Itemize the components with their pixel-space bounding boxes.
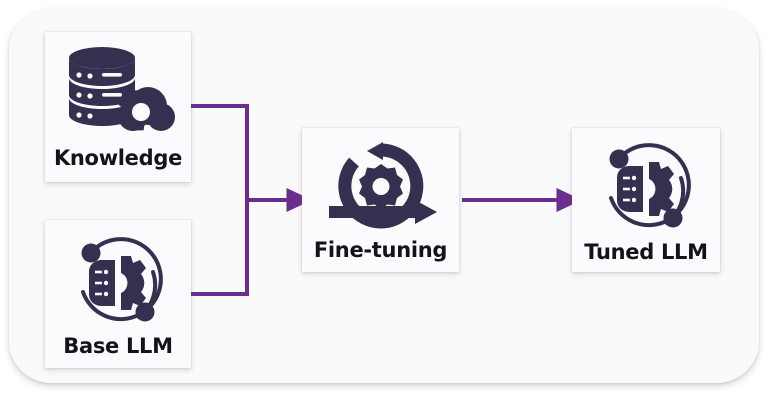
database-gear-icon — [60, 44, 176, 144]
node-label-tuned-llm: Tuned LLM — [584, 240, 708, 264]
node-base-llm[interactable]: Base LLM — [45, 220, 191, 368]
node-label-finetuning: Fine-tuning — [313, 238, 448, 262]
brain-gear-orbit-icon — [593, 138, 699, 238]
brain-gear-orbit-icon — [65, 232, 171, 332]
node-tuned-llm[interactable]: Tuned LLM — [572, 128, 720, 272]
node-label-base-llm: Base LLM — [63, 334, 173, 358]
node-knowledge[interactable]: Knowledge — [45, 32, 191, 182]
node-finetuning[interactable]: Fine-tuning — [302, 128, 459, 272]
loop-gear-arrow-icon — [321, 142, 441, 232]
node-label-knowledge: Knowledge — [53, 146, 183, 170]
